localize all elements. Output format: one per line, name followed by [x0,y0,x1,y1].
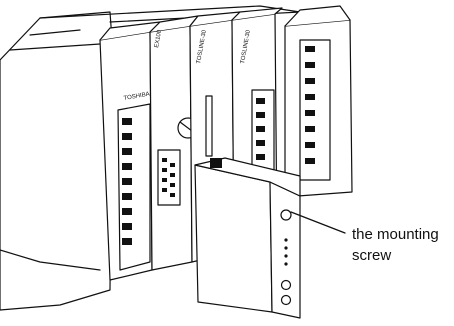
callout-line-2: screw [352,247,392,264]
terminal-block-4 [256,98,265,160]
mounting-screw [280,209,292,221]
callout-label: the mounting screw [352,224,439,266]
module-toshiba-label: TOSHIBA [123,92,150,102]
front-knob-lower [280,294,292,306]
module-tosline-30-a-label: TOSLINE-30 [196,29,208,64]
terminal-block-right [305,46,315,164]
front-module [194,157,301,319]
terminal-block-1 [122,118,132,245]
status-leds [284,238,288,266]
callout-leader [290,211,346,234]
front-knob-upper [280,279,292,291]
rack-left [0,11,113,311]
module-toshiba: TOSHIBA [99,21,161,281]
module-ex100-label: EX100 [154,29,163,48]
callout-line-1: the mounting [352,226,439,243]
module-right [284,5,353,197]
module-tosline-30-b-label: TOSLINE-30 [240,29,252,64]
dip-switches [162,158,175,197]
